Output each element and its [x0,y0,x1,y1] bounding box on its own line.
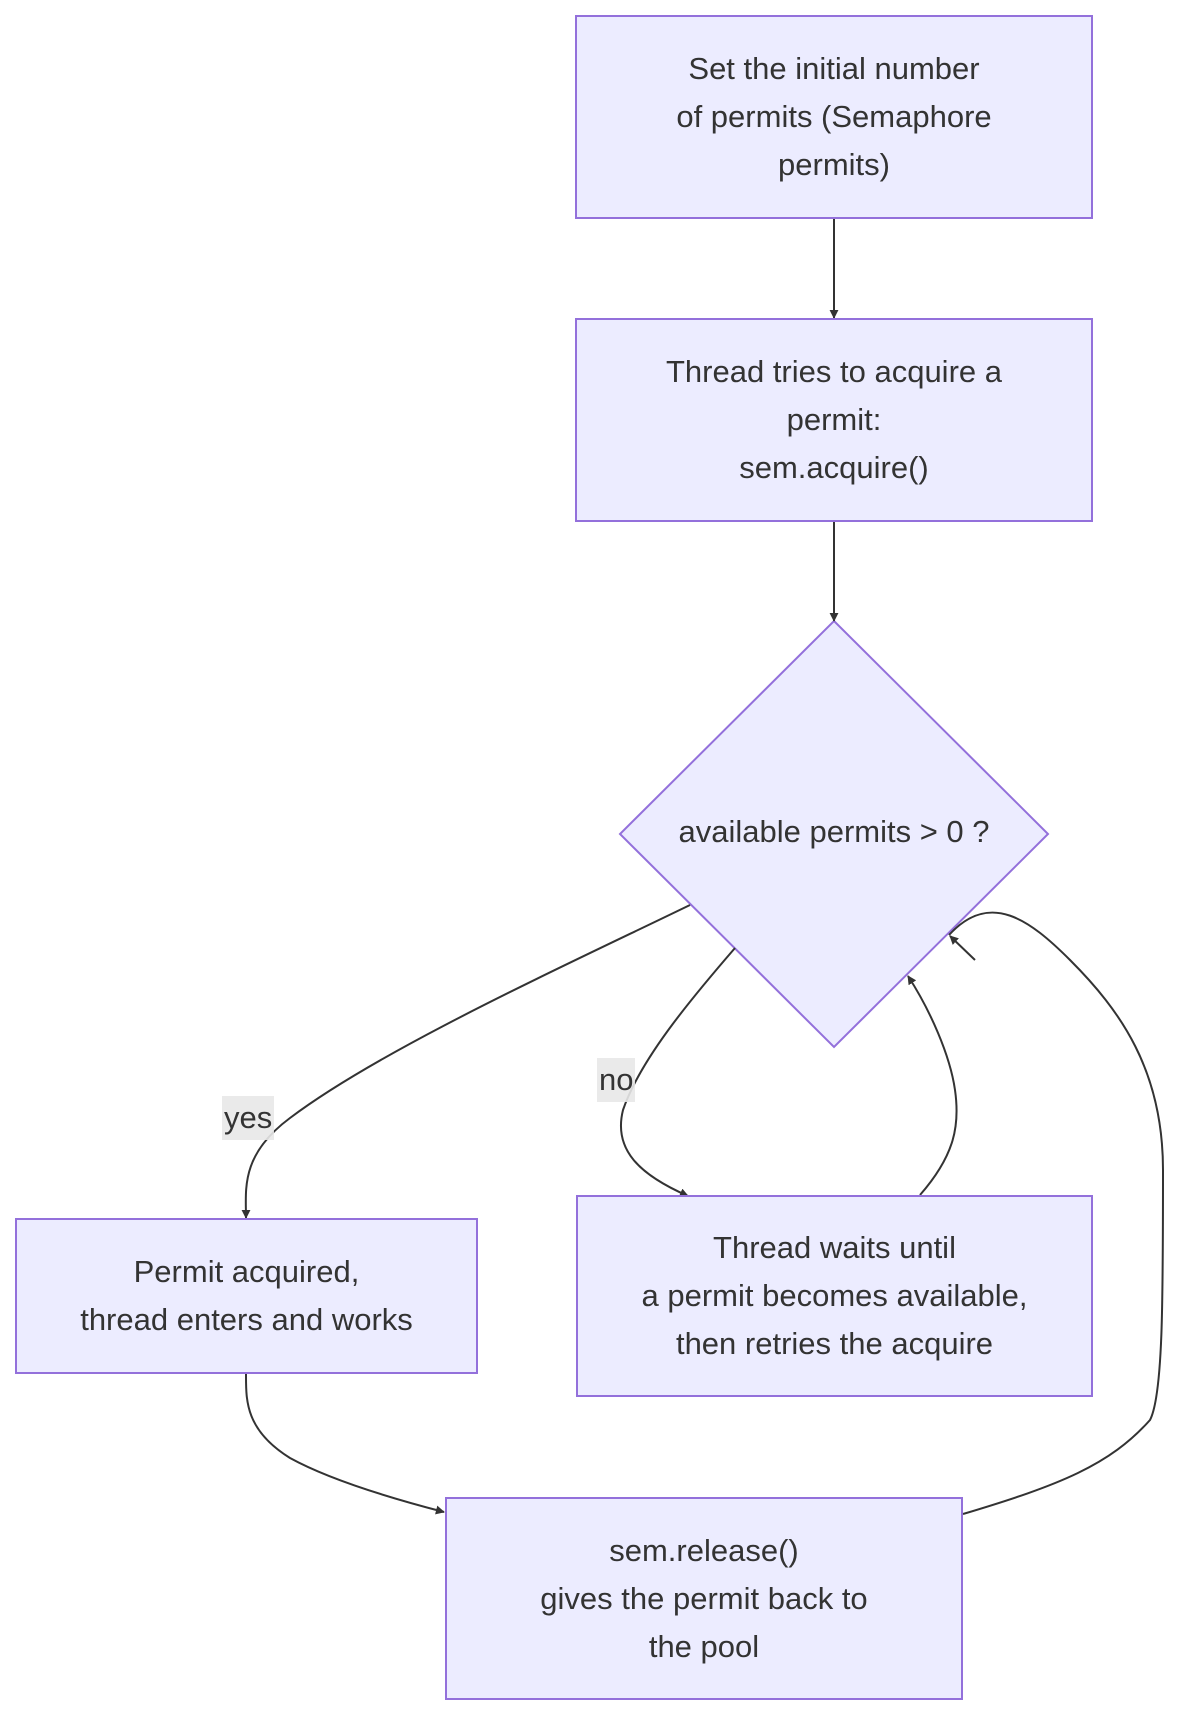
node-init-permits-label: Set the initial number of permits (Semap… [676,51,992,182]
edge-release-to-decision-tip [949,935,976,961]
edge-release-to-decision [948,911,1165,1515]
edge-label-yes: yes [222,1096,275,1140]
node-acquire-attempt: Thread tries to acquire a permit: sem.ac… [575,318,1093,522]
edge-decision-to-wait-no [620,947,736,1197]
decision-diamond-shape [618,619,1050,1049]
edge-wait-to-decision-retry [907,975,958,1196]
edge-label-no: no [597,1058,636,1102]
node-permit-acquired-label: Permit acquired, thread enters and works [80,1254,413,1337]
node-permit-acquired: Permit acquired, thread enters and works [15,1218,478,1374]
node-release: sem.release() gives the permit back to t… [445,1497,963,1700]
edge-decision-to-acquired-yes [241,904,691,1219]
decision-label: available permits > 0 ? [678,814,990,849]
node-thread-waits-label: Thread waits until a permit becomes avai… [641,1230,1028,1361]
edge-acquired-to-release [244,1373,445,1515]
node-release-label: sem.release() gives the permit back to t… [540,1532,868,1664]
node-acquire-attempt-label: Thread tries to acquire a permit: sem.ac… [665,354,1002,485]
node-init-permits: Set the initial number of permits (Semap… [575,15,1093,219]
node-thread-waits: Thread waits until a permit becomes avai… [576,1195,1093,1397]
